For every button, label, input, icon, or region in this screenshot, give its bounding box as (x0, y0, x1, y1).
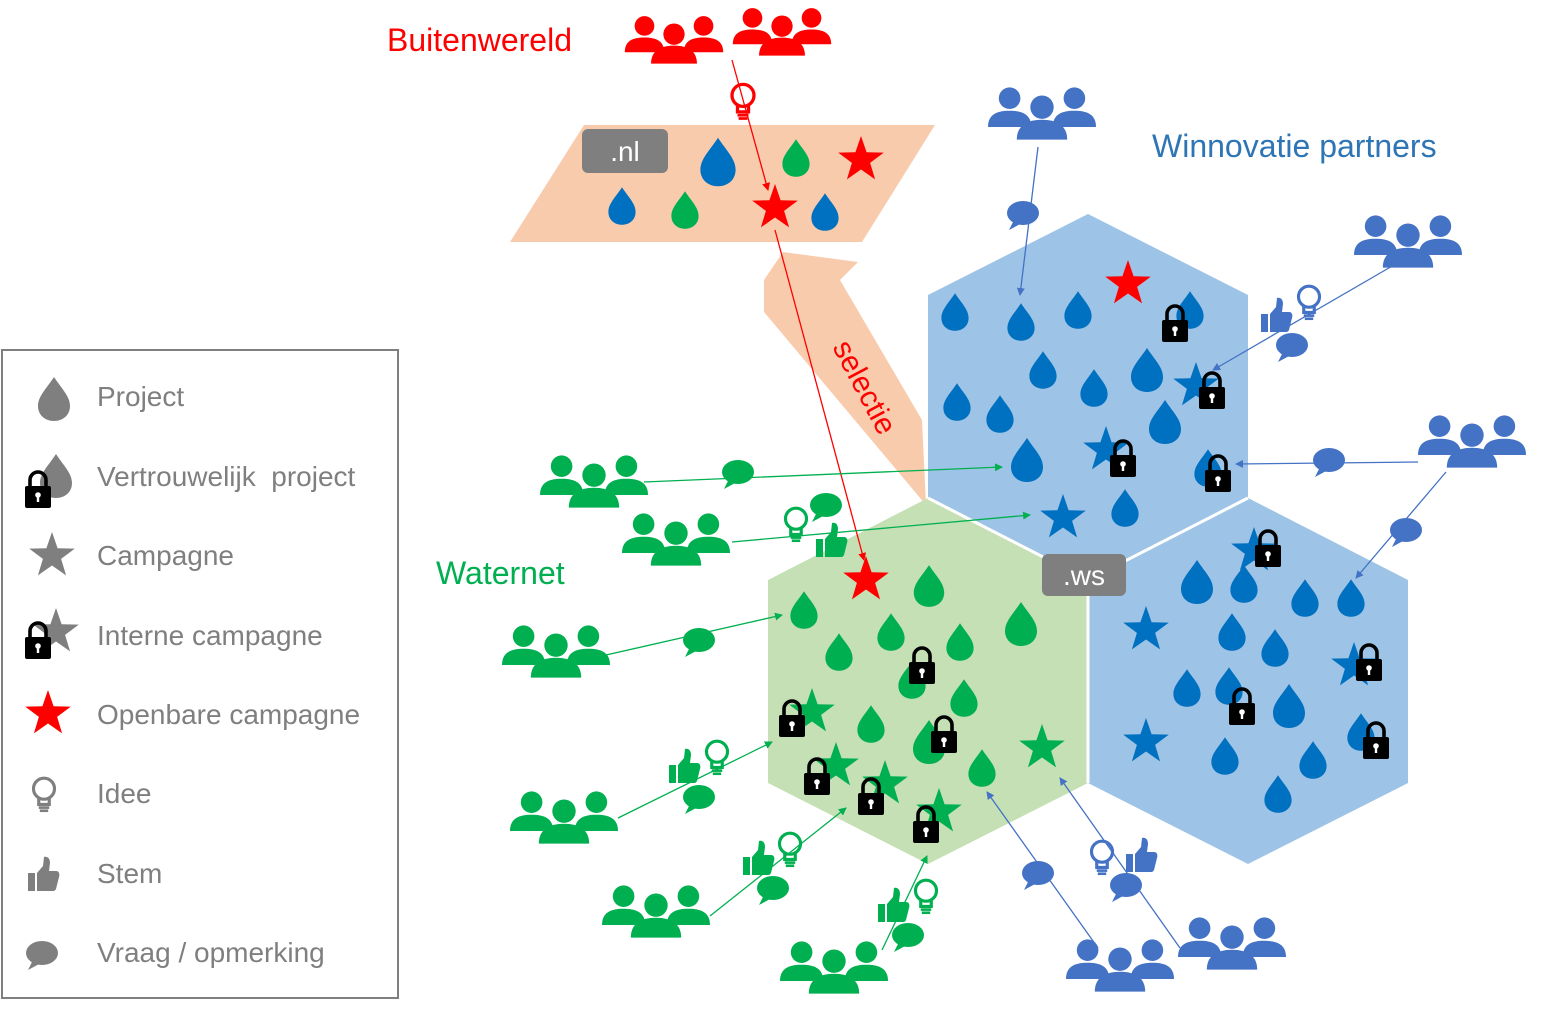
buitenwereld-label: Buitenwereld (387, 22, 572, 58)
winnovatie-label: Winnovatie partners (1152, 128, 1437, 164)
legend-item-stem: Stem (97, 858, 162, 889)
legend-item-openbare-campagne: Openbare campagne (97, 699, 360, 730)
buitenwereld-people-icon (624, 8, 832, 64)
selectie-arrow (764, 252, 926, 505)
ws-badge: .ws (1042, 554, 1126, 596)
ws-hexagon (1088, 498, 1408, 864)
svg-text:.ws: .ws (1063, 560, 1105, 591)
legend-item-project: Project (97, 381, 184, 412)
svg-text:.nl: .nl (610, 136, 640, 167)
waternet-label: Waternet (436, 555, 565, 591)
legend-item-campagne: Campagne (97, 540, 234, 571)
legend-item-interne-campagne: Interne campagne (97, 620, 323, 651)
legend-item-idee: Idee (97, 778, 152, 809)
legend: Project Vertrouwelijk project Campagne I… (1, 349, 399, 999)
legend-item-vraag-opmerking: Vraag / opmerking (97, 937, 325, 968)
legend-item-vertrouwelijk-project: Vertrouwelijk project (97, 461, 356, 492)
nl-badge: .nl (582, 129, 668, 173)
